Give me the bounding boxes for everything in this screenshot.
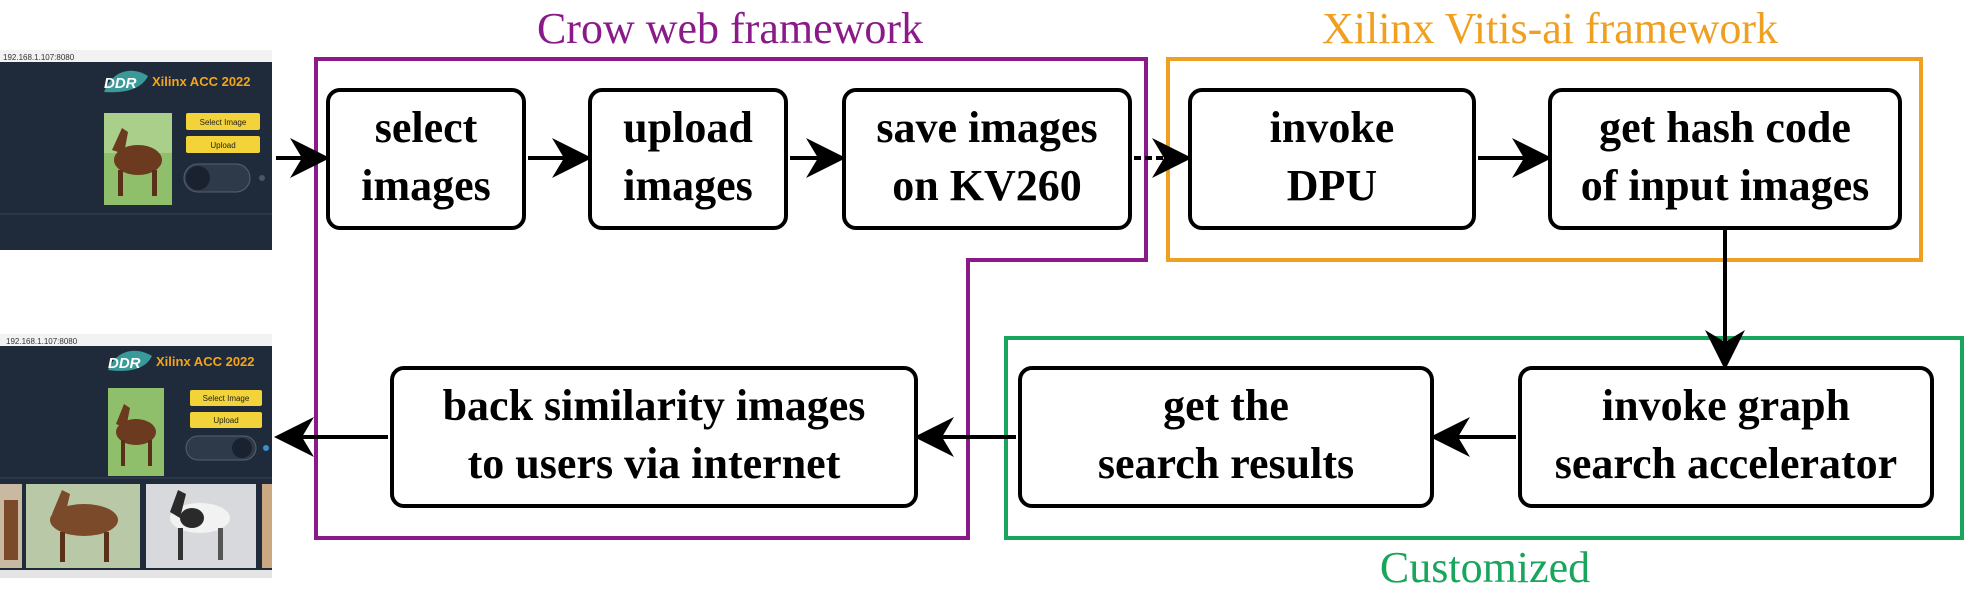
screenshot-upload-page: 192.168.1.107:8080 DDR Xilinx ACC 2022 S… <box>0 50 272 250</box>
crow-framework-frame <box>314 57 1148 540</box>
upload-button-label: Upload <box>213 416 238 425</box>
select-image-button-label: Select Image <box>200 118 247 127</box>
address-bar <box>0 50 272 62</box>
node-select-images: select images <box>326 88 526 230</box>
customized-label: Customized <box>1380 543 1590 592</box>
result-thumbnail[interactable] <box>262 484 272 568</box>
preview-image-horse <box>108 388 164 476</box>
status-dot-icon <box>263 445 269 451</box>
vitis-framework-label: Xilinx Vitis-ai framework <box>1322 4 1778 53</box>
ddr-logo-text: DDR <box>104 75 137 92</box>
ddr-logo: DDR <box>108 350 152 372</box>
toggle-knob <box>232 438 252 458</box>
node-back-similarity-images: back similarity images to users via inte… <box>390 366 918 508</box>
node-save-images-line2: on KV260 <box>892 161 1081 210</box>
status-dot-icon <box>259 175 265 181</box>
node-upload-images: upload images <box>588 88 788 230</box>
select-image-button[interactable] <box>190 390 262 406</box>
node-get-hash-code-line2: of input images <box>1581 161 1869 210</box>
node-get-search-results-line1: get the <box>1163 381 1289 430</box>
node-invoke-graph-search-line1: invoke graph <box>1602 381 1850 430</box>
ddr-logo: DDR <box>104 70 148 93</box>
node-invoke-dpu: invoke DPU <box>1188 88 1476 230</box>
node-select-images-line2: images <box>361 161 491 210</box>
app-title: Xilinx ACC 2022 <box>156 354 255 369</box>
node-save-images-line1: save images <box>876 103 1097 152</box>
node-upload-images-line1: upload <box>623 103 753 152</box>
node-back-similarity-images-line1: back similarity images <box>443 381 866 430</box>
node-invoke-graph-search: invoke graph search accelerator <box>1518 366 1934 508</box>
preview-image-horse <box>104 113 172 205</box>
node-select-images-line1: select <box>375 103 478 152</box>
address-bar <box>0 334 272 346</box>
crow-framework-label: Crow web framework <box>537 4 923 53</box>
node-invoke-dpu-line2: DPU <box>1287 161 1377 210</box>
select-image-button-label: Select Image <box>203 394 250 403</box>
node-upload-images-line2: images <box>623 161 753 210</box>
node-back-similarity-images-line2: to users via internet <box>468 439 841 488</box>
address-bar-url: 192.168.1.107:8080 <box>3 53 75 62</box>
node-save-images: save images on KV260 <box>842 88 1132 230</box>
node-get-search-results: get the search results <box>1018 366 1434 508</box>
node-get-hash-code: get hash code of input images <box>1548 88 1902 230</box>
node-get-search-results-line2: search results <box>1098 439 1354 488</box>
upload-button-label: Upload <box>210 141 235 150</box>
result-thumbnails <box>0 484 272 578</box>
upload-button[interactable] <box>190 412 262 428</box>
select-image-button[interactable] <box>186 113 260 130</box>
node-invoke-graph-search-line2: search accelerator <box>1555 439 1897 488</box>
node-get-hash-code-line1: get hash code <box>1599 103 1851 152</box>
screenshot-results-page: 192.168.1.107:8080 DDR Xilinx ACC 2022 S… <box>0 334 272 578</box>
address-bar-url: 192.168.1.107:8080 <box>6 337 78 346</box>
toggle-knob <box>186 166 210 190</box>
ddr-logo-text: DDR <box>108 355 141 372</box>
node-invoke-dpu-line1: invoke <box>1270 103 1395 152</box>
upload-button[interactable] <box>186 136 260 153</box>
app-title: Xilinx ACC 2022 <box>152 74 251 89</box>
